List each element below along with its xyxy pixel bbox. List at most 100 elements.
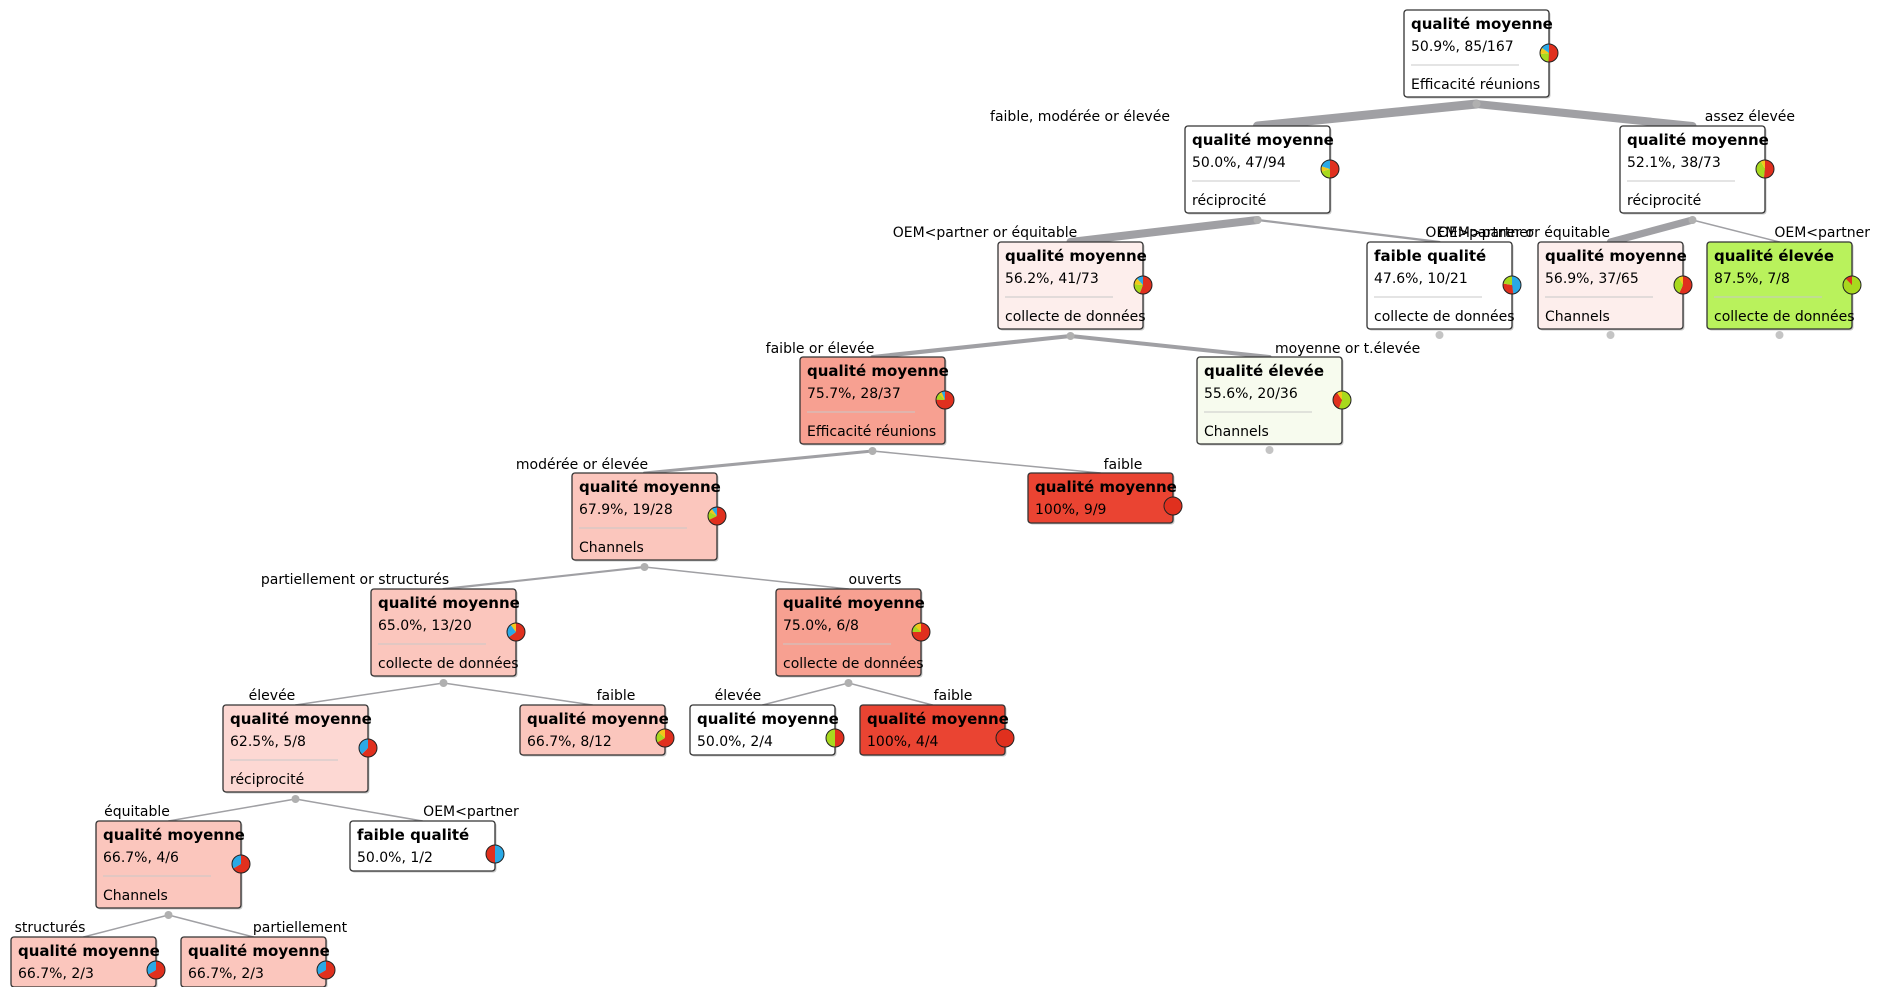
node-title: qualité moyenne [807, 362, 949, 380]
pie-slice [1321, 160, 1330, 169]
class-distribution-pie [1332, 390, 1352, 410]
pie-slice [1679, 276, 1692, 294]
branch-handle[interactable] [439, 679, 448, 687]
pie-slice [657, 729, 674, 747]
pie-slice [233, 855, 251, 873]
class-distribution-pie [1320, 159, 1340, 179]
node-stat: 100%, 9/9 [1035, 502, 1106, 518]
node-stat: 75.7%, 28/37 [807, 386, 901, 402]
pie-outline [231, 854, 251, 874]
branch-handle[interactable] [1472, 100, 1481, 108]
pie-outline [707, 506, 727, 526]
edge-label: faible [1104, 457, 1143, 473]
tree-edge [167, 798, 297, 822]
node-split-attribute: Efficacité réunions [807, 424, 936, 440]
node-stat: 100%, 4/4 [867, 734, 939, 750]
branch-handle[interactable] [1688, 216, 1697, 224]
pie-slice [1512, 276, 1522, 294]
tree-edge [1068, 334, 1272, 359]
node-split-attribute: réciprocité [1627, 193, 1701, 209]
node-title: qualité moyenne [867, 710, 1009, 728]
class-distribution-pie [995, 728, 1015, 748]
pie-slice [826, 729, 835, 747]
pie-outline [1332, 390, 1352, 410]
pie-slice [1321, 169, 1330, 178]
class-distribution-pie [358, 738, 378, 758]
tree-edge [1253, 99, 1481, 131]
branch-handle[interactable] [164, 911, 173, 919]
pie-slice [1136, 276, 1143, 285]
class-distribution-pie [231, 854, 251, 874]
node-title: qualité moyenne [378, 594, 520, 612]
expand-node-handle[interactable] [1435, 331, 1444, 339]
node-stat: 55.6%, 20/36 [1204, 386, 1298, 402]
class-distribution-pie [316, 960, 336, 980]
pie-slice [1502, 283, 1514, 294]
node-title: qualité moyenne [697, 710, 839, 728]
branch-handle[interactable] [291, 795, 300, 803]
node-title: qualité moyenne [527, 710, 669, 728]
expand-node-handle[interactable] [1265, 446, 1274, 454]
edge-label: élevée [715, 688, 762, 704]
node-title: qualité moyenne [1545, 247, 1687, 265]
node-split-attribute: Efficacité réunions [1411, 77, 1540, 93]
branch-handle[interactable] [640, 563, 649, 571]
expand-node-handle[interactable] [1775, 331, 1784, 339]
pie-slice [361, 738, 378, 758]
pie-slice [936, 391, 955, 410]
tree-node[interactable]: qualité moyenne 100%, 4/4 [859, 704, 1015, 757]
tree-edge [294, 682, 445, 706]
class-distribution-pie [485, 844, 505, 864]
node-title: qualité moyenne [1192, 131, 1334, 149]
branch-handle[interactable] [844, 679, 853, 687]
pie-outline [1133, 275, 1153, 295]
expand-node-handle[interactable] [1606, 331, 1615, 339]
tree-edge [82, 914, 170, 938]
edge-label: faible, modérée or élevée [990, 109, 1170, 125]
node-title: faible qualité [1374, 247, 1486, 265]
node-split-attribute: Channels [579, 540, 644, 556]
branch-handle[interactable] [1253, 216, 1262, 224]
class-distribution-pie [1673, 275, 1693, 295]
pie-slice [508, 623, 525, 641]
node-split-attribute: collecte de données [1714, 309, 1855, 325]
edge-label: moyenne or t.élevée [1275, 341, 1420, 357]
edge-label: OEM>partner or équitable [1425, 225, 1610, 241]
pie-slice [1678, 276, 1683, 285]
node-split-attribute: collecte de données [783, 656, 924, 672]
branch-handle[interactable] [1066, 332, 1075, 340]
pie-outline [506, 622, 526, 642]
pie-slice [912, 625, 921, 632]
class-distribution-pie [707, 506, 727, 526]
node-split-attribute: collecte de données [1005, 309, 1146, 325]
edge-label: partiellement or structurés [261, 572, 449, 588]
branch-handle[interactable] [868, 447, 877, 455]
pie-slice [1133, 284, 1143, 294]
node-split-attribute: collecte de données [378, 656, 519, 672]
pie-outline [911, 622, 931, 642]
pie-slice [658, 729, 665, 738]
pie-outline [1673, 275, 1693, 295]
node-stat: 66.7%, 4/6 [103, 850, 179, 866]
